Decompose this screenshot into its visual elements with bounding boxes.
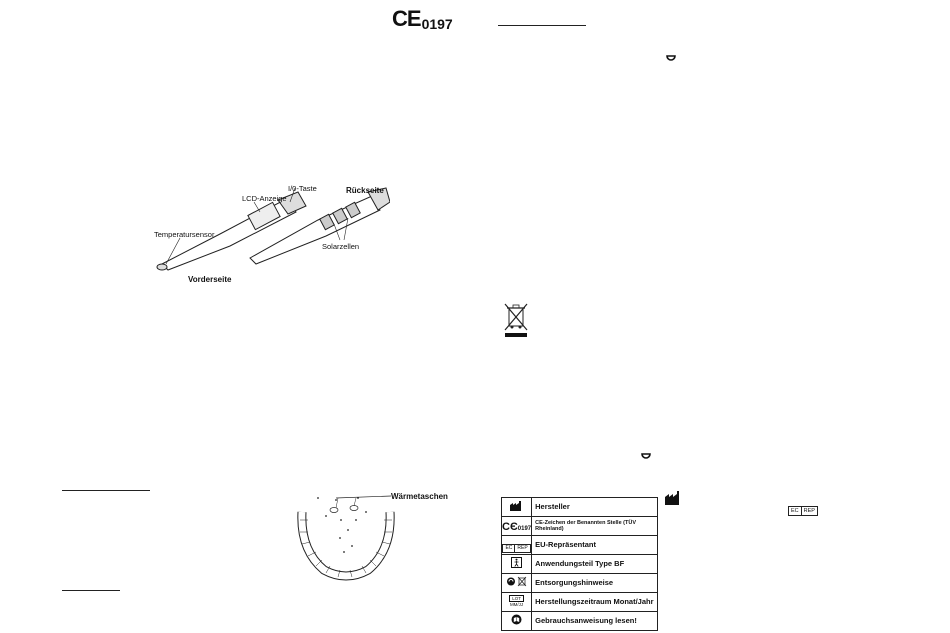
d-symbol-icon: [640, 450, 652, 468]
label-io-key: I/0-Taste: [288, 184, 317, 193]
crossed-bin-icon: [503, 302, 529, 343]
legend-text: Herstellungszeitraum Monat/Jahr: [531, 592, 658, 612]
legend-row: Anwendungsteil Type BF: [500, 554, 658, 574]
ce-mark-number: 0197: [421, 16, 453, 32]
legend-row: CЄ0197 CE-Zeichen der Benannten Stelle (…: [500, 516, 658, 536]
legend-text: CE-Zeichen der Benannten Stelle (TÜV Rhe…: [531, 516, 658, 536]
legend-text: EU-Repräsentant: [531, 535, 658, 555]
legend-row: Entsorgungshinweise: [500, 573, 658, 593]
thermometer-illustration: LCD-Anzeige I/0-Taste Rückseite Temperat…: [150, 178, 391, 284]
heading-rule-left-2: [62, 590, 120, 591]
type-bf-icon: [511, 557, 523, 568]
ce-icon: CЄ0197: [502, 521, 532, 533]
manufacturer-icon: [509, 501, 521, 511]
symbol-legend-table: Hersteller CЄ0197 CE-Zeichen der Benannt…: [500, 497, 658, 631]
legend-text: Entsorgungshinweise: [531, 573, 658, 593]
read-manual-icon: [511, 614, 522, 625]
mouth-diagram: [296, 490, 396, 585]
label-front: Vorderseite: [188, 275, 232, 284]
heading-rule-right-top: [498, 25, 586, 26]
legend-row: LOT MM/JJ Herstellungszeitraum Monat/Jah…: [500, 592, 658, 612]
lot-icon: LOT MM/JJ: [509, 595, 524, 607]
thermometer-front: [156, 191, 307, 271]
ce-mark: CE0197: [392, 6, 453, 32]
label-solar: Solarzellen: [322, 242, 360, 251]
label-back: Rückseite: [346, 186, 384, 195]
label-warm-pockets: Wärmetaschen: [391, 492, 448, 501]
heading-rule-left-1: [62, 490, 150, 491]
legend-text: Anwendungsteil Type BF: [531, 554, 658, 574]
legend-row: Hersteller: [500, 497, 658, 517]
label-lcd: LCD-Anzeige: [242, 194, 287, 203]
legend-text: Hersteller: [531, 497, 658, 517]
manufacturer-icon: [664, 491, 682, 510]
disposal-icon: [506, 576, 526, 587]
legend-row: Gebrauchsanweisung lesen!: [500, 611, 658, 631]
legend-text: Gebrauchsanweisung lesen!: [531, 611, 658, 631]
d-symbol-icon: [665, 52, 677, 70]
ce-mark-letters: CE: [392, 6, 422, 31]
label-sensor: Temperatursensor: [154, 230, 215, 239]
